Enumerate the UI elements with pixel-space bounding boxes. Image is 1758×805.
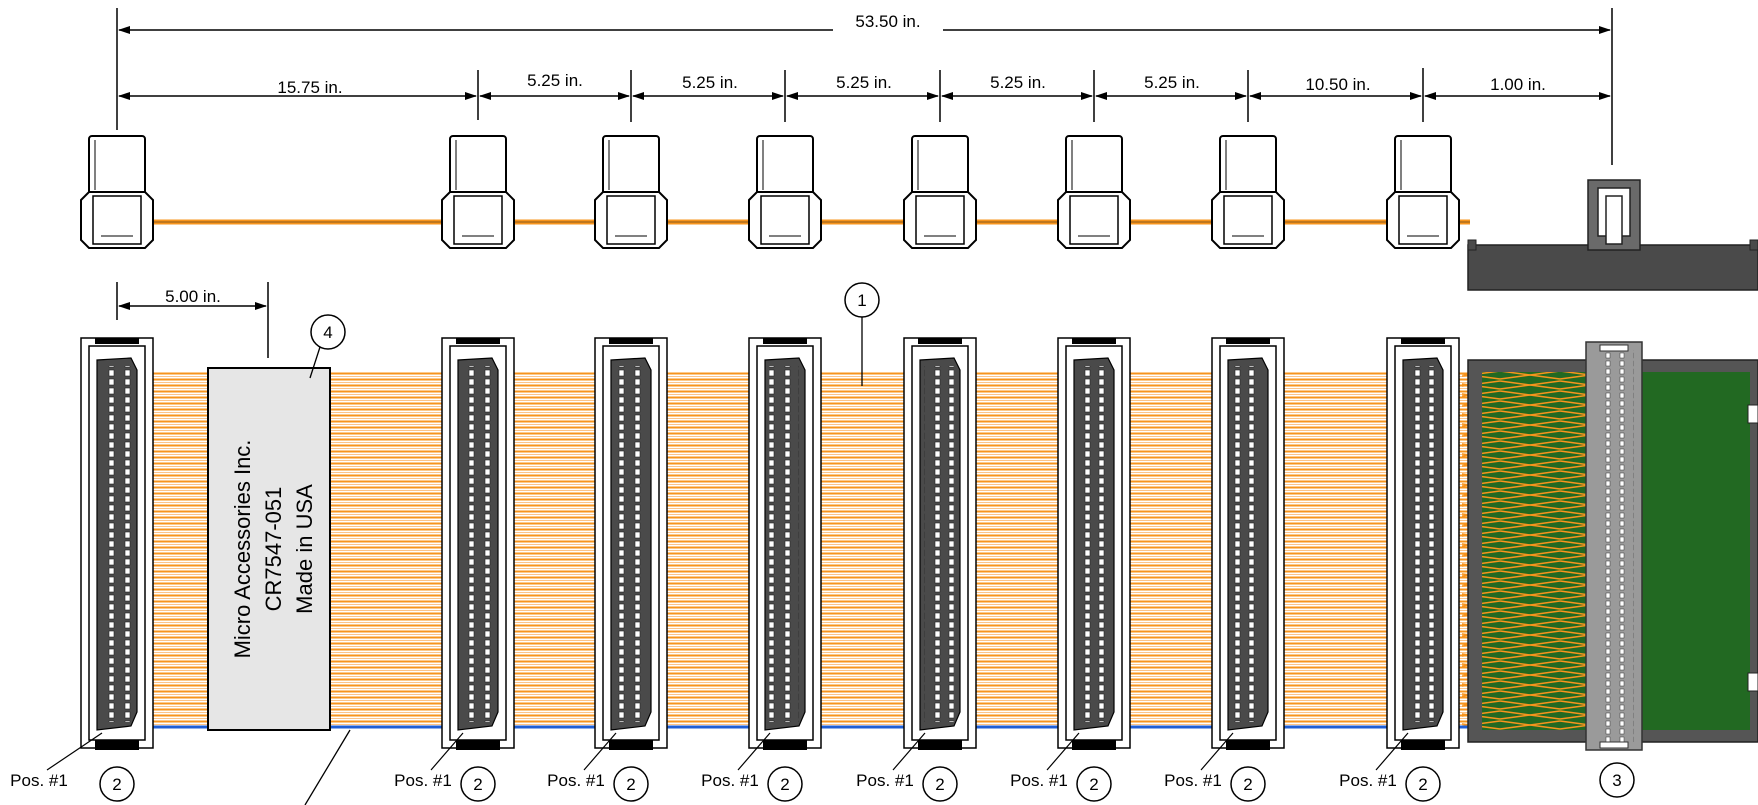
connector-callout-4: Pos. #1 2 <box>701 732 803 802</box>
callout-board-connector: 3 <box>1599 762 1635 798</box>
side-view: 53.50 in. 15.75 in. 5.25 in. 5.25 in. 5.… <box>80 8 1758 291</box>
side-connector-5 <box>903 135 977 249</box>
connector-callout-number-3: 2 <box>626 775 635 794</box>
board-connector-side <box>1467 179 1758 291</box>
connector-callout-number-6: 2 <box>1089 775 1098 794</box>
plan-connector-4 <box>748 337 822 750</box>
pin-one-label-4: Pos. #1 <box>701 771 759 790</box>
side-connector-4 <box>748 135 822 249</box>
segment-dimension-1: 15.75 in. <box>277 78 342 97</box>
side-connector-6 <box>1057 135 1131 249</box>
segment-dimension-4: 5.25 in. <box>836 73 892 92</box>
connector-callout-8: Pos. #1 2 <box>1339 732 1441 802</box>
plan-connector-6 <box>1057 337 1131 750</box>
plan-connector-7 <box>1211 337 1285 750</box>
plan-view: 5.00 in. Micro Accessories Inc. CR7547-0… <box>10 282 1758 805</box>
segment-dimension-6: 5.25 in. <box>1144 73 1200 92</box>
callout-cable: 1 <box>844 282 880 386</box>
label-offset-dimension: 5.00 in. <box>165 287 221 306</box>
board-header <box>1585 341 1643 751</box>
connector-callout-5: Pos. #1 2 <box>856 732 958 802</box>
pin-one-label-8: Pos. #1 <box>1339 771 1397 790</box>
cable-label: Micro Accessories Inc. CR7547-051 Made i… <box>207 367 331 731</box>
connector-callouts: Pos. #1 2 Pos. #1 2 Pos. #1 2 Pos. #1 2 Pos. #1 2… <box>10 732 1441 802</box>
plan-connectors <box>80 337 1460 750</box>
connector-callout-6: Pos. #1 2 <box>1010 732 1112 802</box>
connector-callout-number-1: 2 <box>112 775 121 794</box>
pin-one-label-2: Pos. #1 <box>394 771 452 790</box>
connector-callout-number-5: 2 <box>935 775 944 794</box>
segment-dimension-3: 5.25 in. <box>682 73 738 92</box>
side-connector-8 <box>1386 135 1460 249</box>
callout-label: 4 <box>309 314 346 379</box>
label-line-2: CR7547-051 <box>261 487 286 612</box>
side-connector-7 <box>1211 135 1285 249</box>
connector-callout-3: Pos. #1 2 <box>547 732 649 802</box>
stripe-leader <box>304 729 351 805</box>
pin-one-label-7: Pos. #1 <box>1164 771 1222 790</box>
connector-callout-1: Pos. #1 2 <box>10 732 135 802</box>
connector-callout-number-8: 2 <box>1418 775 1427 794</box>
svg-text:3: 3 <box>1612 771 1621 790</box>
segment-dimension-8: 1.00 in. <box>1490 75 1546 94</box>
side-connector-3 <box>594 135 668 249</box>
plan-connector-5 <box>903 337 977 750</box>
plan-connector-3 <box>594 337 668 750</box>
label-line-1: Micro Accessories Inc. <box>230 440 255 659</box>
connector-callout-number-4: 2 <box>780 775 789 794</box>
plan-connector-1 <box>80 337 154 750</box>
pin-one-label-5: Pos. #1 <box>856 771 914 790</box>
overall-dimension-label: 53.50 in. <box>855 12 920 31</box>
segment-dimension-2: 5.25 in. <box>527 71 583 90</box>
extension-lines <box>116 8 1613 165</box>
pin-one-label-1: Pos. #1 <box>10 771 68 790</box>
pin-one-label-3: Pos. #1 <box>547 771 605 790</box>
connector-callout-2: Pos. #1 2 <box>394 732 496 802</box>
segment-dimension-7: 10.50 in. <box>1305 75 1370 94</box>
segment-dimension-5: 5.25 in. <box>990 73 1046 92</box>
label-line-3: Made in USA <box>292 484 317 614</box>
connector-callout-number-2: 2 <box>473 775 482 794</box>
side-connector-1 <box>80 135 154 249</box>
svg-text:4: 4 <box>323 323 332 342</box>
svg-text:1: 1 <box>857 291 866 310</box>
connector-callout-number-7: 2 <box>1243 775 1252 794</box>
pin-one-label-6: Pos. #1 <box>1010 771 1068 790</box>
side-connector-2 <box>441 135 515 249</box>
side-connectors <box>80 135 1460 249</box>
plan-connector-8 <box>1386 337 1460 750</box>
plan-connector-2 <box>441 337 515 750</box>
connector-callout-7: Pos. #1 2 <box>1164 732 1266 802</box>
